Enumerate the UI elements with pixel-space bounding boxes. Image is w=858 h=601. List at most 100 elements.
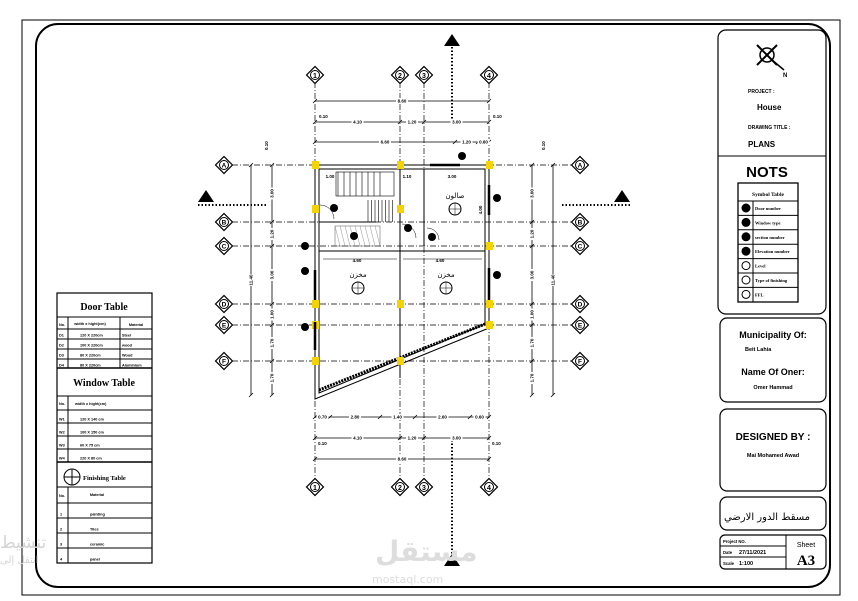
window-header-size: width x hight(cm) bbox=[74, 402, 107, 406]
designed-by-label: DESIGNED BY : bbox=[736, 432, 811, 443]
finishing-cell: Tiles bbox=[90, 528, 99, 532]
door-header-no: No. bbox=[59, 323, 65, 327]
symbol-icon bbox=[741, 203, 751, 213]
dimension-label: 1.20 bbox=[530, 229, 535, 238]
axis-label: D bbox=[222, 302, 227, 309]
door-cell: D2 bbox=[59, 344, 64, 348]
dimension-label: 4.10 bbox=[353, 120, 362, 125]
dimension-label: 6.60 bbox=[381, 140, 390, 145]
axis-marker-B: B bbox=[214, 212, 234, 232]
scale: 1:100 bbox=[739, 561, 753, 567]
symbol-icon bbox=[741, 275, 751, 285]
axis-label: 2 bbox=[398, 485, 402, 492]
opening-tag-icon bbox=[428, 233, 436, 241]
drawing-title: PLANS bbox=[748, 140, 776, 149]
symbol-label: Level bbox=[755, 264, 766, 269]
municipality-label: Municipality Of: bbox=[739, 330, 807, 340]
project-name: House bbox=[757, 103, 782, 112]
door-cell: 100 X 220cm bbox=[80, 344, 103, 348]
axis-label: C bbox=[222, 244, 227, 251]
structural-column bbox=[397, 205, 404, 213]
door-swing bbox=[426, 227, 440, 241]
date: 27/11/2021 bbox=[739, 550, 766, 556]
dimension-label: 0.10 bbox=[319, 114, 328, 119]
dimension-label: 1.70 bbox=[530, 373, 535, 382]
axis-marker-F: F bbox=[570, 351, 590, 371]
door-cell: 120 X 220cm bbox=[80, 334, 103, 338]
title-block: N PROJECT : House DRAWING TITLE : PLANS … bbox=[717, 29, 827, 570]
brand-watermark-url: mostaql.com bbox=[372, 573, 444, 586]
axis-label: E bbox=[222, 323, 227, 330]
section-marker-icon bbox=[444, 554, 460, 566]
room-label: مخزن bbox=[437, 271, 455, 279]
axis-marker-4: 4 bbox=[479, 65, 499, 85]
structural-column bbox=[486, 321, 493, 329]
finishing-cell: 3 bbox=[60, 543, 62, 547]
axis-label: 3 bbox=[422, 73, 426, 80]
dimension-label: 0.10 bbox=[541, 141, 546, 150]
finishing-cell: 2 bbox=[60, 528, 62, 532]
dimension-label: 0.70 bbox=[318, 415, 327, 420]
opening-tag-icon bbox=[330, 204, 338, 212]
axis-marker-1: 1 bbox=[305, 477, 325, 497]
dimension-label: 0.10 bbox=[492, 441, 501, 446]
inner-border bbox=[35, 23, 831, 588]
dimension-label: 8.60 bbox=[398, 99, 407, 104]
symbol-table-row: Elevation number bbox=[738, 243, 798, 256]
door-cell: Wood bbox=[122, 354, 133, 358]
dimension-label: 4.60 bbox=[353, 258, 362, 263]
opening-tag-icon bbox=[493, 271, 501, 279]
window-cell: W2 bbox=[59, 431, 65, 435]
finishing-cell: panel bbox=[90, 558, 100, 562]
dimension-label: 0.10 bbox=[318, 441, 327, 446]
door-cell: Steel bbox=[122, 334, 131, 338]
north-arrow-icon: N bbox=[756, 44, 787, 79]
dimension-label: 2.60 bbox=[438, 415, 447, 420]
axis-label: 1 bbox=[313, 485, 317, 492]
window-cell: 220 X 80 cm bbox=[80, 457, 102, 461]
dimension-label: 1.20 bbox=[408, 120, 417, 125]
dimension-label: 8.60 bbox=[398, 457, 407, 462]
sheet-number: A3 bbox=[797, 553, 815, 569]
finishing-cell: ceramic bbox=[90, 543, 104, 547]
symbol-icon bbox=[741, 217, 751, 227]
dimension-label: 11.40 bbox=[249, 274, 254, 286]
structural-column bbox=[486, 242, 493, 250]
symbol-label: FFL bbox=[755, 292, 764, 297]
scale-label: Scale bbox=[723, 561, 735, 566]
axis-marker-C: C bbox=[570, 236, 590, 256]
dimension-label: 4.60 bbox=[436, 258, 445, 263]
svg-text:N: N bbox=[783, 73, 787, 79]
dimension-label: 1.40 bbox=[393, 415, 402, 420]
window-table-title: Window Table bbox=[73, 378, 135, 389]
dimension-label: 11.40 bbox=[551, 274, 556, 286]
axis-label: A bbox=[222, 163, 227, 170]
axis-label: 2 bbox=[398, 73, 402, 80]
project-no-label: Project NO. bbox=[723, 539, 746, 544]
axis-label: E bbox=[578, 323, 583, 330]
finishing-table-row: 2 Tiles bbox=[57, 517, 152, 532]
finishing-cell: 1 bbox=[60, 513, 62, 517]
door-table-title: Door Table bbox=[80, 302, 128, 313]
door-cell: Aluminium bbox=[122, 364, 142, 368]
dimension-label: 3.00 bbox=[270, 189, 275, 198]
structural-column bbox=[312, 205, 319, 213]
symbol-icon bbox=[741, 261, 751, 271]
activation-watermark: تنشيط bbox=[0, 533, 47, 553]
symbol-icon bbox=[741, 289, 751, 299]
window-cell: W1 bbox=[59, 418, 65, 422]
dimension-label: 3.00 bbox=[270, 270, 275, 279]
structural-column bbox=[397, 161, 404, 169]
dimension-label: 3.00 bbox=[530, 270, 535, 279]
dimension-label: 4.00 bbox=[478, 205, 483, 214]
designer-name: Mai Mohamed Awad bbox=[747, 453, 799, 459]
section-marker-icon bbox=[444, 34, 460, 46]
drawing-title-label: DRAWING TITLE : bbox=[748, 125, 791, 131]
notes-heading: NOTS bbox=[746, 164, 788, 181]
axis-marker-2: 2 bbox=[390, 477, 410, 497]
owner-name: Omer Hammad bbox=[753, 385, 792, 391]
opening-tag-icon bbox=[404, 224, 412, 232]
